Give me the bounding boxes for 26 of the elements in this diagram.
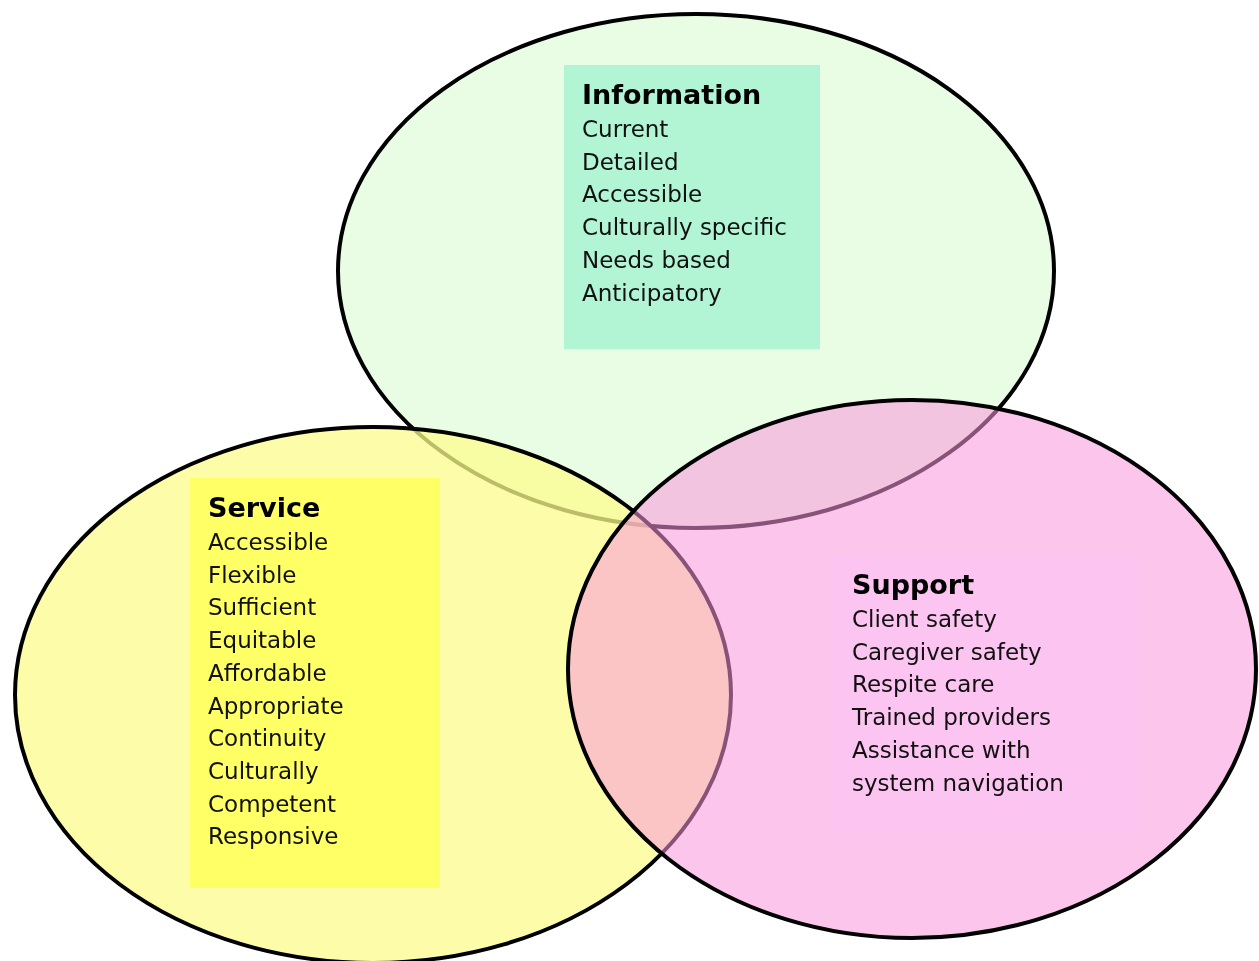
list-item: Client safety bbox=[852, 605, 998, 634]
list-item: Flexible bbox=[208, 560, 298, 590]
list-item: Current bbox=[582, 115, 670, 144]
list-item: Sufficient bbox=[208, 593, 318, 623]
list-item: Assistance with system navigation bbox=[852, 735, 1065, 798]
list-item: Detailed bbox=[582, 147, 680, 177]
list-item: Culturally specific bbox=[582, 213, 788, 243]
list-item: Continuity bbox=[208, 724, 328, 754]
list-item: Accessible bbox=[208, 528, 330, 557]
list-item: Needs based bbox=[582, 245, 732, 275]
category-heading: Information bbox=[582, 78, 763, 112]
list-item: Respite care bbox=[852, 670, 996, 700]
list-item: Appropriate bbox=[208, 691, 345, 721]
list-item: Accessible bbox=[582, 180, 704, 210]
category-box bbox=[564, 65, 820, 349]
category-box bbox=[190, 478, 440, 888]
category-heading: Support bbox=[852, 568, 976, 602]
list-item: Trained providers bbox=[852, 703, 1053, 733]
list-item: Caregiver safety bbox=[852, 637, 1043, 667]
list-item: Equitable bbox=[208, 626, 318, 656]
list-item: Anticipatory bbox=[582, 278, 723, 308]
venn-ellipse bbox=[566, 398, 1258, 940]
category-heading: Service bbox=[208, 491, 322, 525]
list-item: Responsive bbox=[208, 822, 340, 852]
list-item: Culturally Competent bbox=[208, 756, 338, 819]
list-item: Affordable bbox=[208, 658, 328, 688]
